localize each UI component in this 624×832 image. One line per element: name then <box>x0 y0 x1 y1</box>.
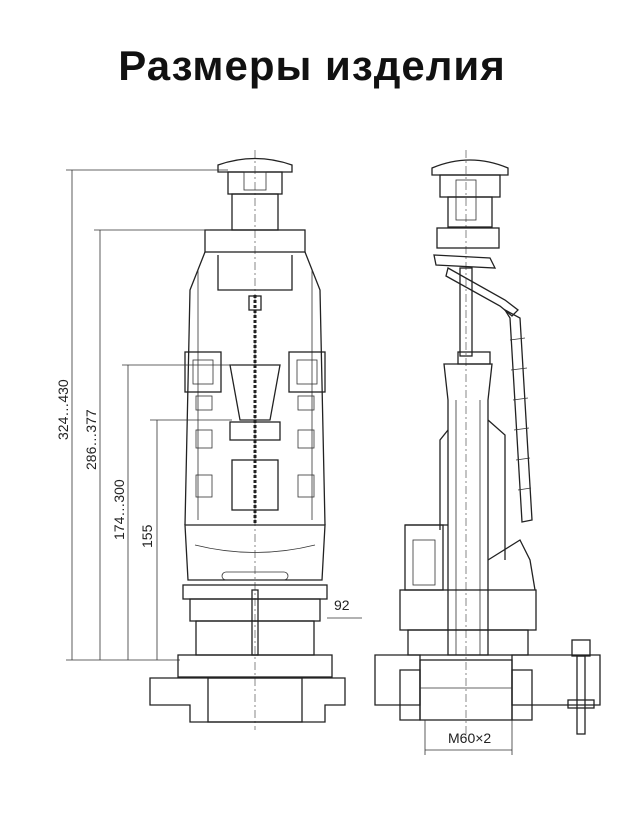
dim-thread: M60×2 <box>448 730 491 746</box>
height-dimensions: 324…430 286…377 174…300 155 92 <box>55 169 362 661</box>
dim-side-offset: 92 <box>334 597 350 613</box>
dim-total-height: 324…430 <box>55 379 71 440</box>
front-view <box>149 150 346 730</box>
dim-overflow-height: 286…377 <box>83 409 99 470</box>
dim-float-height: 174…300 <box>111 479 127 540</box>
page-title: Размеры изделия <box>118 42 506 89</box>
dim-min-height: 155 <box>139 524 155 548</box>
side-view: M60×2 <box>374 150 601 755</box>
